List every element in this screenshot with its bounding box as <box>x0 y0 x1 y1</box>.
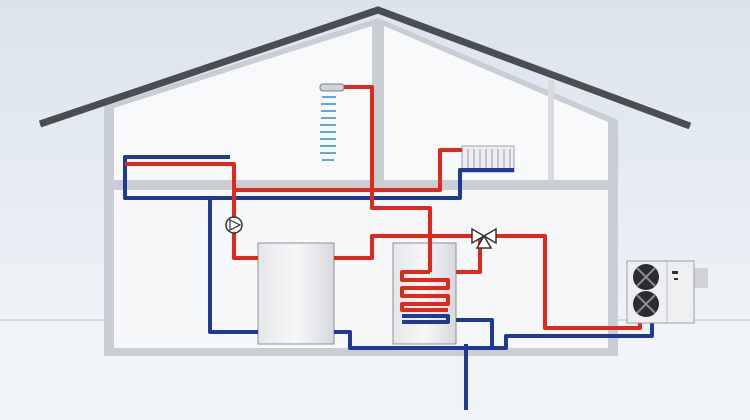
cold-return-pipes <box>123 155 654 410</box>
ground-floor-room <box>114 190 608 348</box>
water-drops <box>320 96 336 161</box>
attic-inner-wall <box>548 80 554 180</box>
outdoor-heat-pump-unit <box>626 260 708 324</box>
shower <box>319 83 345 161</box>
hot-flow-pipes <box>125 85 642 330</box>
fan-icon <box>633 264 659 290</box>
circulation-pump <box>225 216 243 234</box>
roof <box>38 6 692 130</box>
fan-icon <box>633 291 659 317</box>
shower-head <box>319 83 345 92</box>
three-way-valve <box>471 227 497 249</box>
buffer-tank <box>257 242 335 345</box>
attic-room-left <box>114 26 372 180</box>
